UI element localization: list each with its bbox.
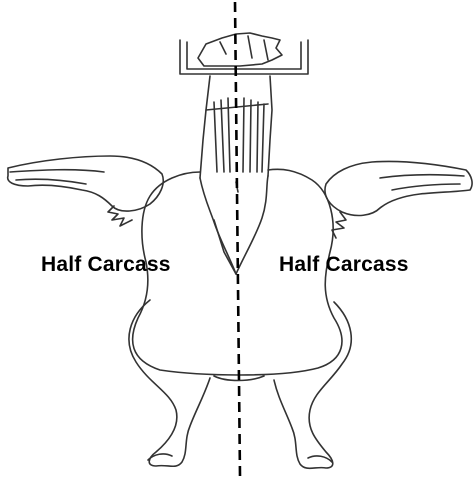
breast-v <box>200 176 268 274</box>
left-leg <box>129 300 210 466</box>
left-half-label: Half Carcass <box>41 254 171 275</box>
clamped-feet <box>198 33 282 66</box>
cut-line <box>235 2 240 476</box>
right-leg <box>274 302 351 468</box>
clamped-feet-detail <box>220 36 268 60</box>
right-half-label: Half Carcass <box>279 254 409 275</box>
